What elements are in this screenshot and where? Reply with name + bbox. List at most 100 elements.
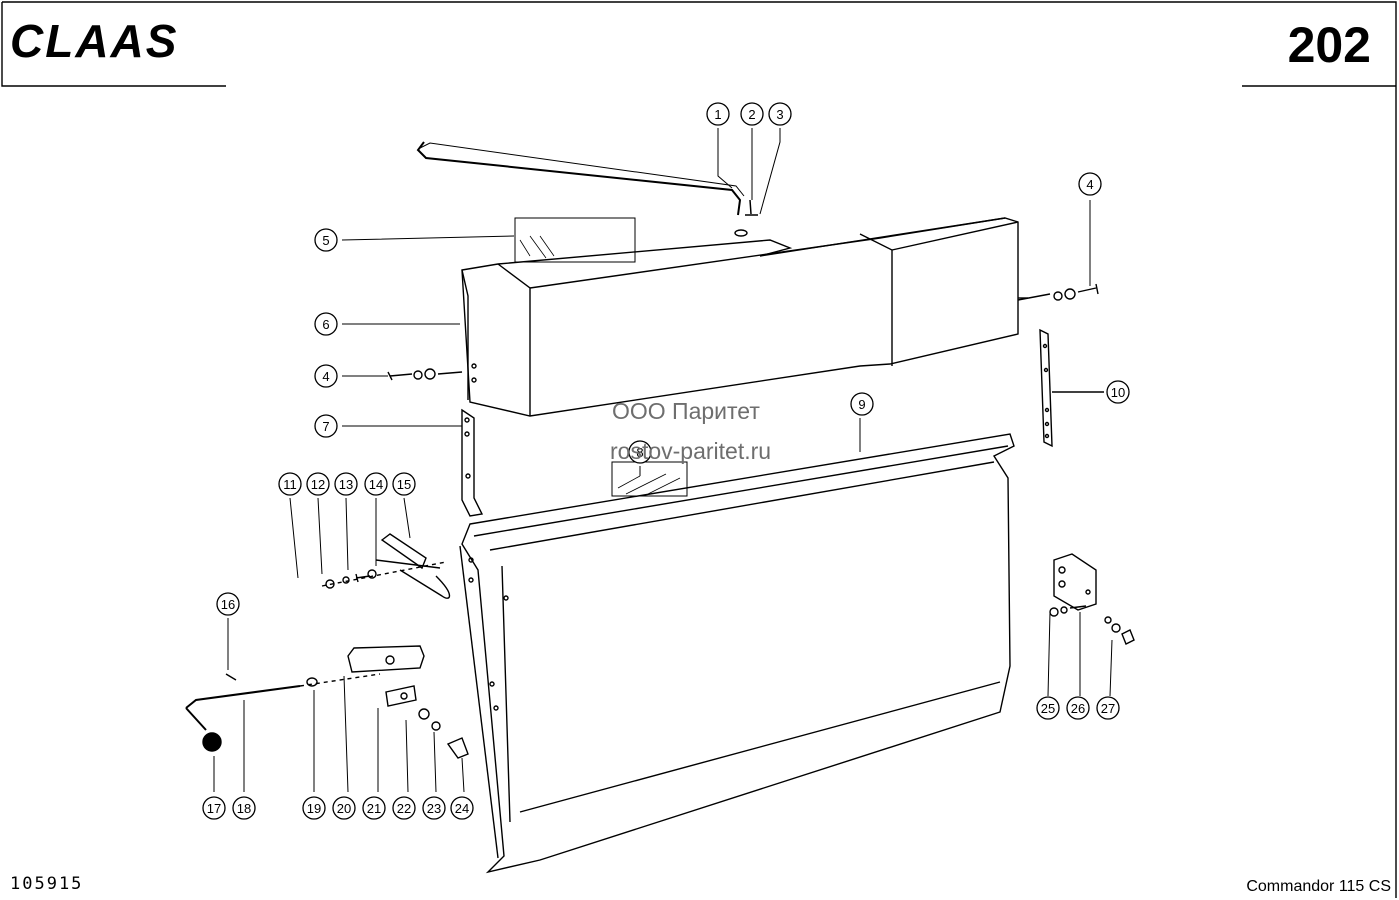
callout-label: 14 bbox=[369, 477, 383, 492]
callout-circle bbox=[314, 228, 338, 252]
callout-10: 10 bbox=[1106, 380, 1130, 404]
bracket-part bbox=[461, 408, 484, 517]
callout-label: 18 bbox=[237, 801, 251, 816]
callout-label: 13 bbox=[339, 477, 353, 492]
callout-circle bbox=[314, 364, 338, 388]
callout-circle bbox=[232, 796, 256, 820]
watermark-site: rostov-paritet.ru bbox=[610, 438, 772, 464]
callout-circle bbox=[216, 592, 240, 616]
brand-logo: CLAAS bbox=[10, 15, 179, 67]
callout-label: 12 bbox=[311, 477, 325, 492]
callout-12: 12 bbox=[306, 472, 330, 496]
watermark-company: ООО Паритет bbox=[612, 398, 760, 424]
callout-label: 3 bbox=[776, 107, 783, 122]
callout-label: 22 bbox=[397, 801, 411, 816]
callout-21: 21 bbox=[362, 796, 386, 820]
callout-20: 20 bbox=[332, 796, 356, 820]
rod-part bbox=[416, 141, 742, 216]
callout-label: 26 bbox=[1071, 701, 1085, 716]
callout-circle bbox=[314, 312, 338, 336]
callout-label: 21 bbox=[367, 801, 381, 816]
callout-circle bbox=[850, 392, 874, 416]
callout-13: 13 bbox=[334, 472, 358, 496]
callout-label: 11 bbox=[283, 477, 297, 492]
callout-label: 15 bbox=[397, 477, 411, 492]
callout-2: 2 bbox=[740, 102, 764, 126]
callout-label: 5 bbox=[322, 233, 329, 248]
callout-circle bbox=[364, 472, 388, 496]
callout-circle bbox=[768, 102, 792, 126]
callout-label: 23 bbox=[427, 801, 441, 816]
callout-26: 26 bbox=[1066, 696, 1090, 720]
callout-24: 24 bbox=[450, 796, 474, 820]
callout-label: 6 bbox=[322, 317, 329, 332]
callout-label: 19 bbox=[307, 801, 321, 816]
callout-circle bbox=[628, 440, 652, 464]
callout-label: 10 bbox=[1111, 385, 1125, 400]
callout-label: 1 bbox=[714, 107, 721, 122]
callout-label: 2 bbox=[748, 107, 755, 122]
callout-label: 7 bbox=[322, 419, 329, 434]
front-panel bbox=[461, 433, 1015, 874]
callout-circle bbox=[450, 796, 474, 820]
callout-4: 4 bbox=[1078, 172, 1102, 196]
callout-27: 27 bbox=[1096, 696, 1120, 720]
callout-3: 3 bbox=[768, 102, 792, 126]
callout-circle bbox=[314, 414, 338, 438]
page-number: 202 bbox=[1287, 17, 1371, 73]
callout-circle bbox=[302, 796, 326, 820]
callout-circle bbox=[706, 102, 730, 126]
callout-label: 9 bbox=[858, 397, 865, 412]
model-name: Commandor 115 CS bbox=[1246, 878, 1391, 895]
callout-label: 4 bbox=[322, 369, 329, 384]
callout-6: 6 bbox=[314, 312, 338, 336]
callout-circle bbox=[306, 472, 330, 496]
callout-17: 17 bbox=[202, 796, 226, 820]
callout-circle bbox=[202, 796, 226, 820]
callout-circle bbox=[422, 796, 446, 820]
callout-label: 24 bbox=[455, 801, 469, 816]
callout-circle bbox=[362, 796, 386, 820]
callout-label: 17 bbox=[207, 801, 221, 816]
callout-circle bbox=[332, 796, 356, 820]
callout-14: 14 bbox=[364, 472, 388, 496]
callout-18: 18 bbox=[232, 796, 256, 820]
callout-circle bbox=[392, 472, 416, 496]
callout-25: 25 bbox=[1036, 696, 1060, 720]
callout-circle bbox=[334, 472, 358, 496]
callout-15: 15 bbox=[392, 472, 416, 496]
glass-sheet bbox=[514, 217, 636, 263]
callout-11: 11 bbox=[278, 472, 302, 496]
callout-label: 4 bbox=[1086, 177, 1093, 192]
callout-circle bbox=[1078, 172, 1102, 196]
callout-circle bbox=[1036, 696, 1060, 720]
angle-bracket bbox=[1053, 553, 1097, 611]
callout-4: 4 bbox=[314, 364, 338, 388]
callout-19: 19 bbox=[302, 796, 326, 820]
callout-7: 7 bbox=[314, 414, 338, 438]
callout-22: 22 bbox=[392, 796, 416, 820]
callout-label: 27 bbox=[1101, 701, 1115, 716]
callout-16: 16 bbox=[216, 592, 240, 616]
callout-label: 8 bbox=[636, 445, 643, 460]
callout-label: 20 bbox=[337, 801, 351, 816]
callout-label: 16 bbox=[221, 597, 235, 612]
callout-circle bbox=[1106, 380, 1130, 404]
lever-part bbox=[185, 685, 301, 731]
callout-1: 1 bbox=[706, 102, 730, 126]
strip-part bbox=[1039, 328, 1053, 448]
callout-circle bbox=[740, 102, 764, 126]
callout-circle bbox=[278, 472, 302, 496]
callout-circle bbox=[1096, 696, 1120, 720]
callout-label: 25 bbox=[1041, 701, 1055, 716]
callout-circle bbox=[392, 796, 416, 820]
callout-23: 23 bbox=[422, 796, 446, 820]
callout-8: 8 bbox=[628, 440, 652, 464]
callout-9: 9 bbox=[850, 392, 874, 416]
drawing-number: 105915 bbox=[10, 874, 84, 894]
callout-circle bbox=[1066, 696, 1090, 720]
